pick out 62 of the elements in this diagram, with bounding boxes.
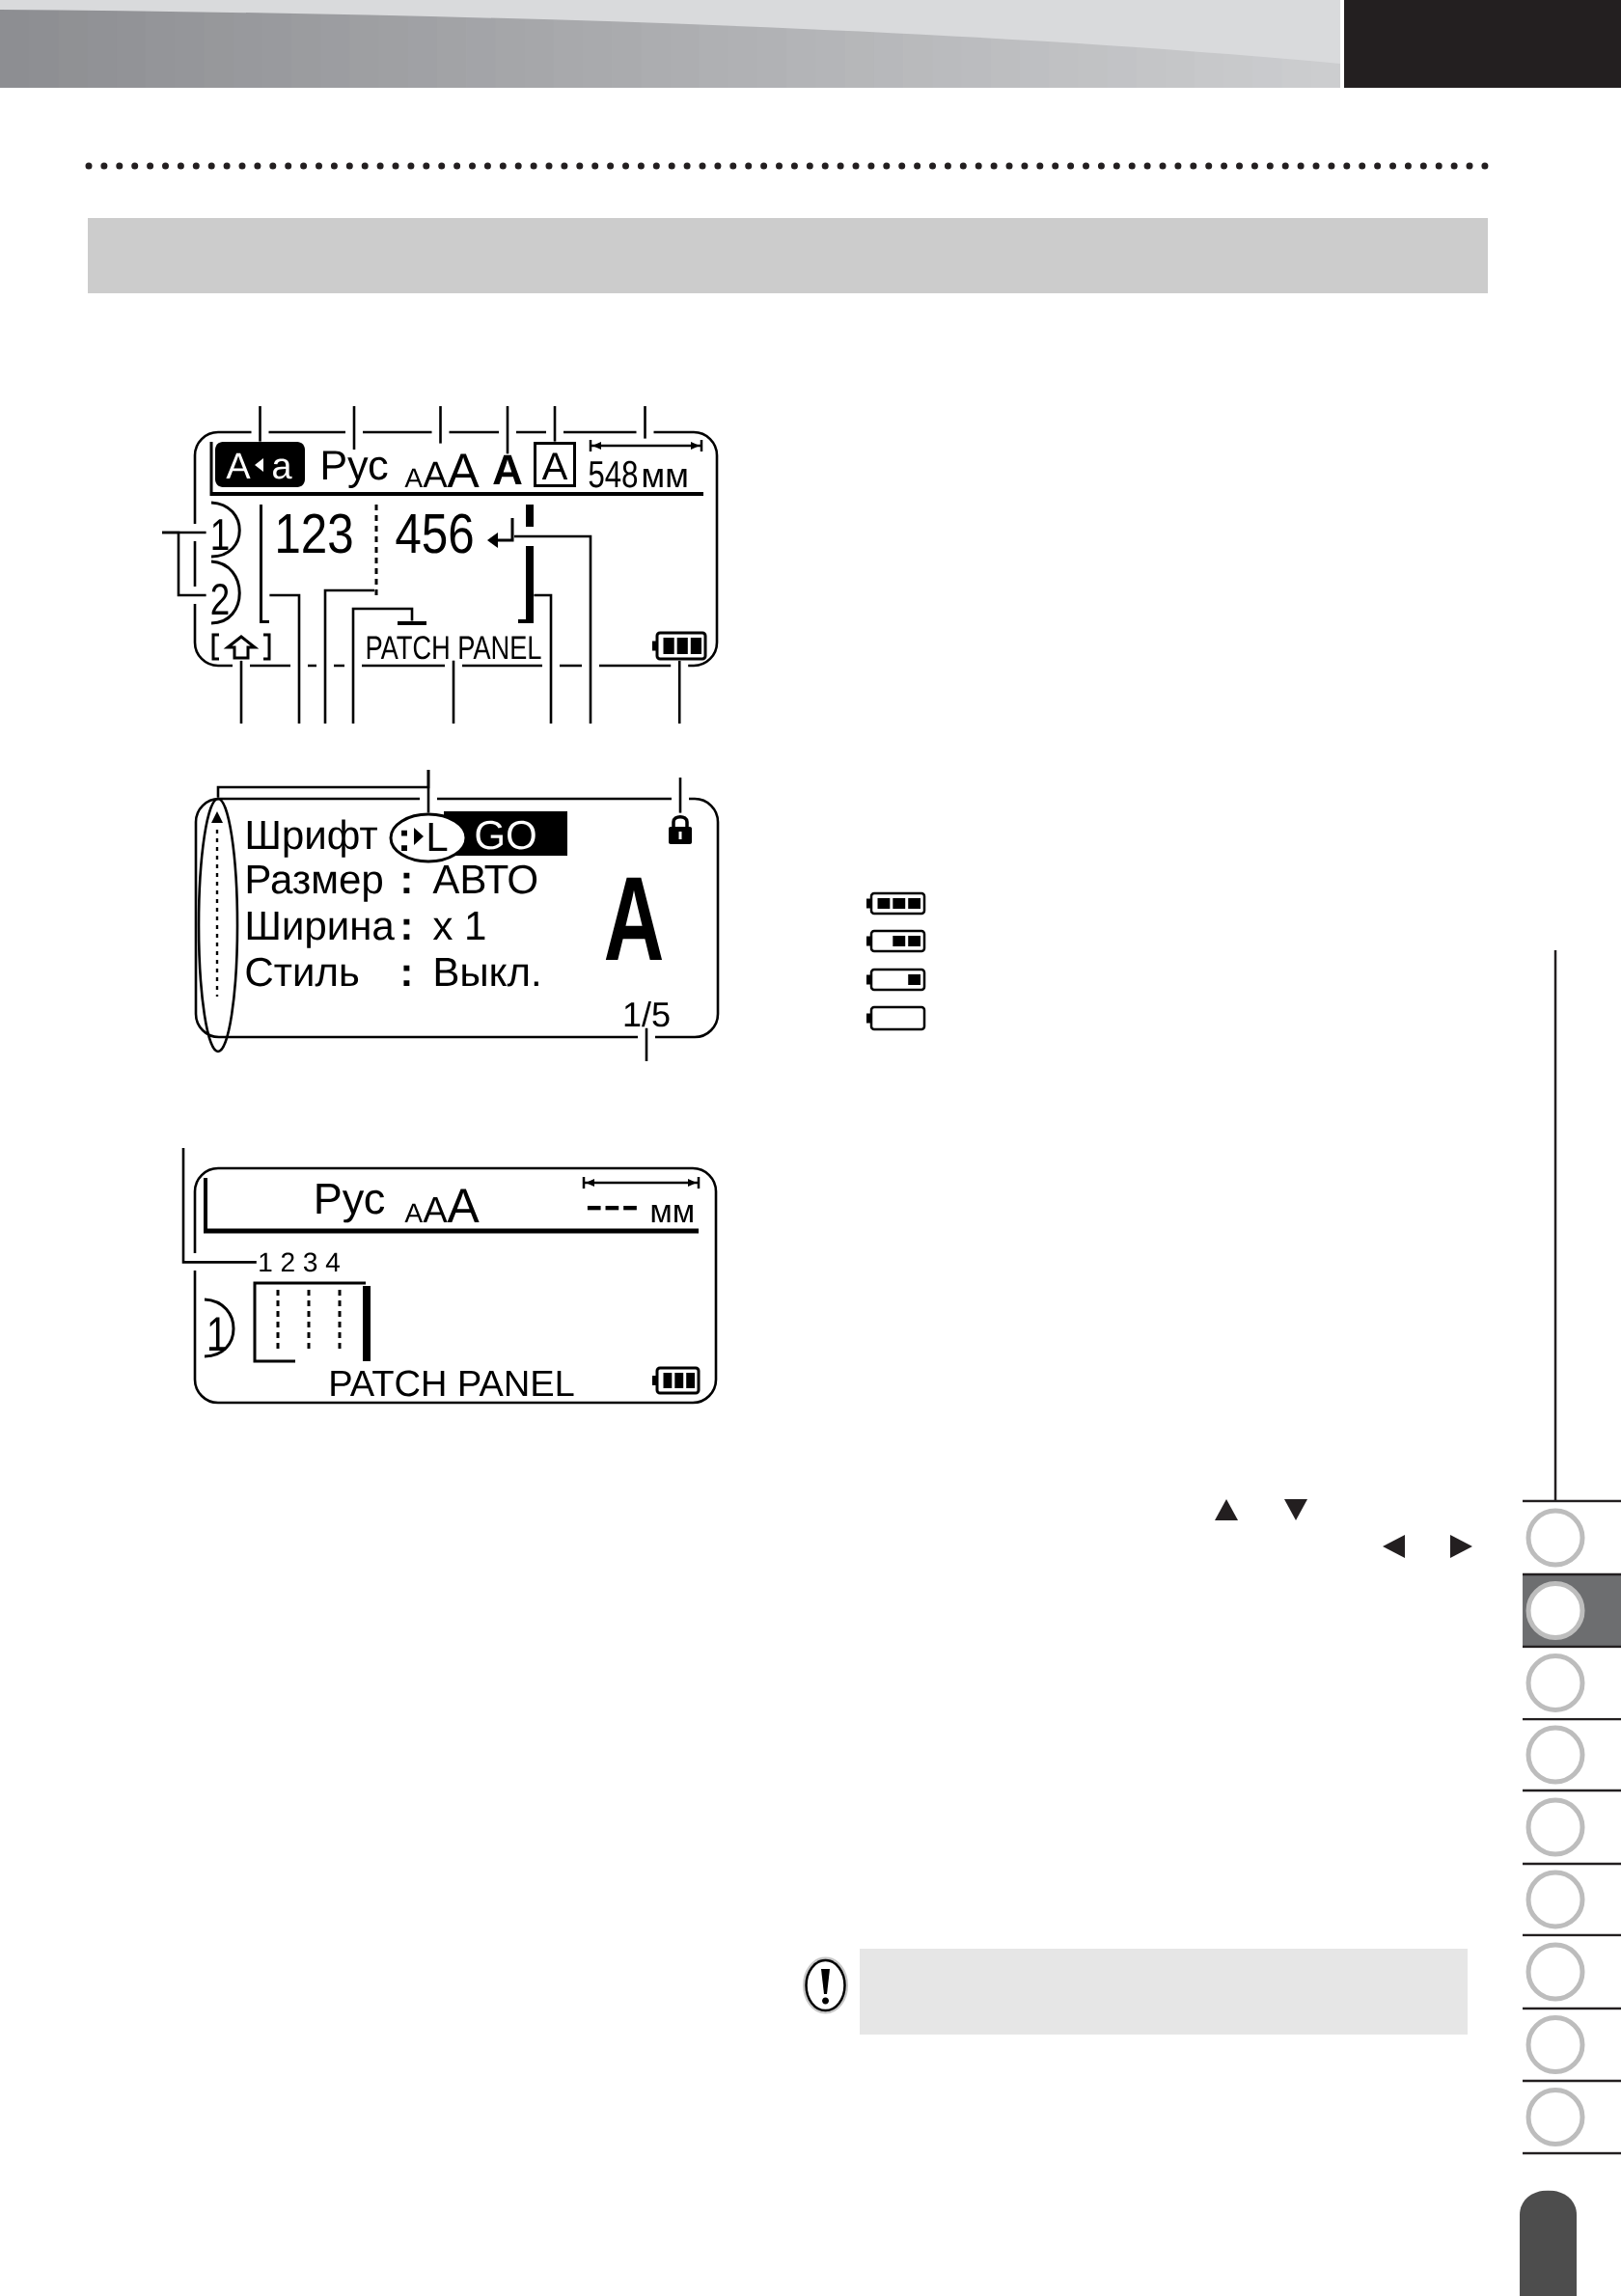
lcd-text: PATCH PANEL xyxy=(331,1370,574,1397)
leader-line xyxy=(678,778,682,813)
lcd-text: Ширина xyxy=(247,912,395,948)
leader-line xyxy=(269,593,301,724)
heading-band xyxy=(88,218,1488,293)
dotted-separator xyxy=(374,505,378,595)
leader-line xyxy=(351,607,414,724)
lcd-text: Стиль xyxy=(246,957,359,987)
lock-icon xyxy=(669,815,692,844)
size-letters: AAA xyxy=(404,1189,480,1222)
lcd-text: : xyxy=(403,918,410,940)
tape-length: 548 мм xyxy=(589,438,703,488)
leader-line xyxy=(452,660,455,724)
cursor-line xyxy=(260,505,269,623)
bold-letter: A xyxy=(493,454,522,484)
shift-icon xyxy=(211,633,271,661)
cursor-callout: : L xyxy=(389,812,468,863)
lcd-text: Рус xyxy=(322,451,388,488)
lcd-text: 123 xyxy=(278,513,352,554)
node-label: 548 xyxy=(589,460,638,488)
leader-line xyxy=(553,406,557,442)
leader-line xyxy=(645,1027,648,1061)
leader-line xyxy=(534,593,553,724)
lcd-text: Размер xyxy=(247,865,382,902)
leader-line xyxy=(181,1148,257,1264)
highlight-ellipse xyxy=(197,797,239,1053)
battery-icon xyxy=(652,631,707,661)
lcd-text: АВТО xyxy=(432,864,537,894)
node-label: мм xyxy=(643,468,687,487)
cursor-bar xyxy=(518,505,534,623)
page-counter: 1/5 xyxy=(624,1000,670,1027)
caps-indicator: A a xyxy=(215,442,305,487)
return-icon xyxy=(487,518,514,548)
lcd-text: : xyxy=(403,965,410,986)
leader-line xyxy=(162,531,206,597)
leader-line xyxy=(352,406,356,450)
framed-letter: A xyxy=(534,442,576,487)
note-box xyxy=(860,1949,1468,2036)
line-number: 2 xyxy=(210,560,241,625)
leader-line xyxy=(644,406,646,439)
letter-preview: A xyxy=(605,877,663,960)
size-letters: AAA xyxy=(404,453,480,487)
leader-line xyxy=(513,534,592,724)
column-numbers: 1 2 3 4 xyxy=(260,1252,340,1272)
lcd-text: Выкл. xyxy=(435,958,538,987)
lcd-text: 456 xyxy=(396,513,473,554)
leader-line xyxy=(677,660,681,724)
line-number: 1 xyxy=(204,1298,235,1358)
lcd-text: : xyxy=(403,872,410,893)
lcd-text: Рус xyxy=(316,1184,385,1223)
lcd-text: PATCH PANEL xyxy=(367,636,541,660)
bar-mark xyxy=(398,621,426,625)
leader-line xyxy=(239,660,243,724)
leader-line xyxy=(506,406,509,454)
leader-line xyxy=(259,406,261,442)
lcd-text: Шрифт xyxy=(247,819,377,858)
lcd-text: x 1 xyxy=(432,912,485,940)
leader-line xyxy=(323,588,375,724)
leader-line xyxy=(439,406,442,444)
line-number: 1 xyxy=(210,501,241,559)
tape-length: --- мм xyxy=(587,1205,693,1222)
leader-line xyxy=(426,770,430,813)
